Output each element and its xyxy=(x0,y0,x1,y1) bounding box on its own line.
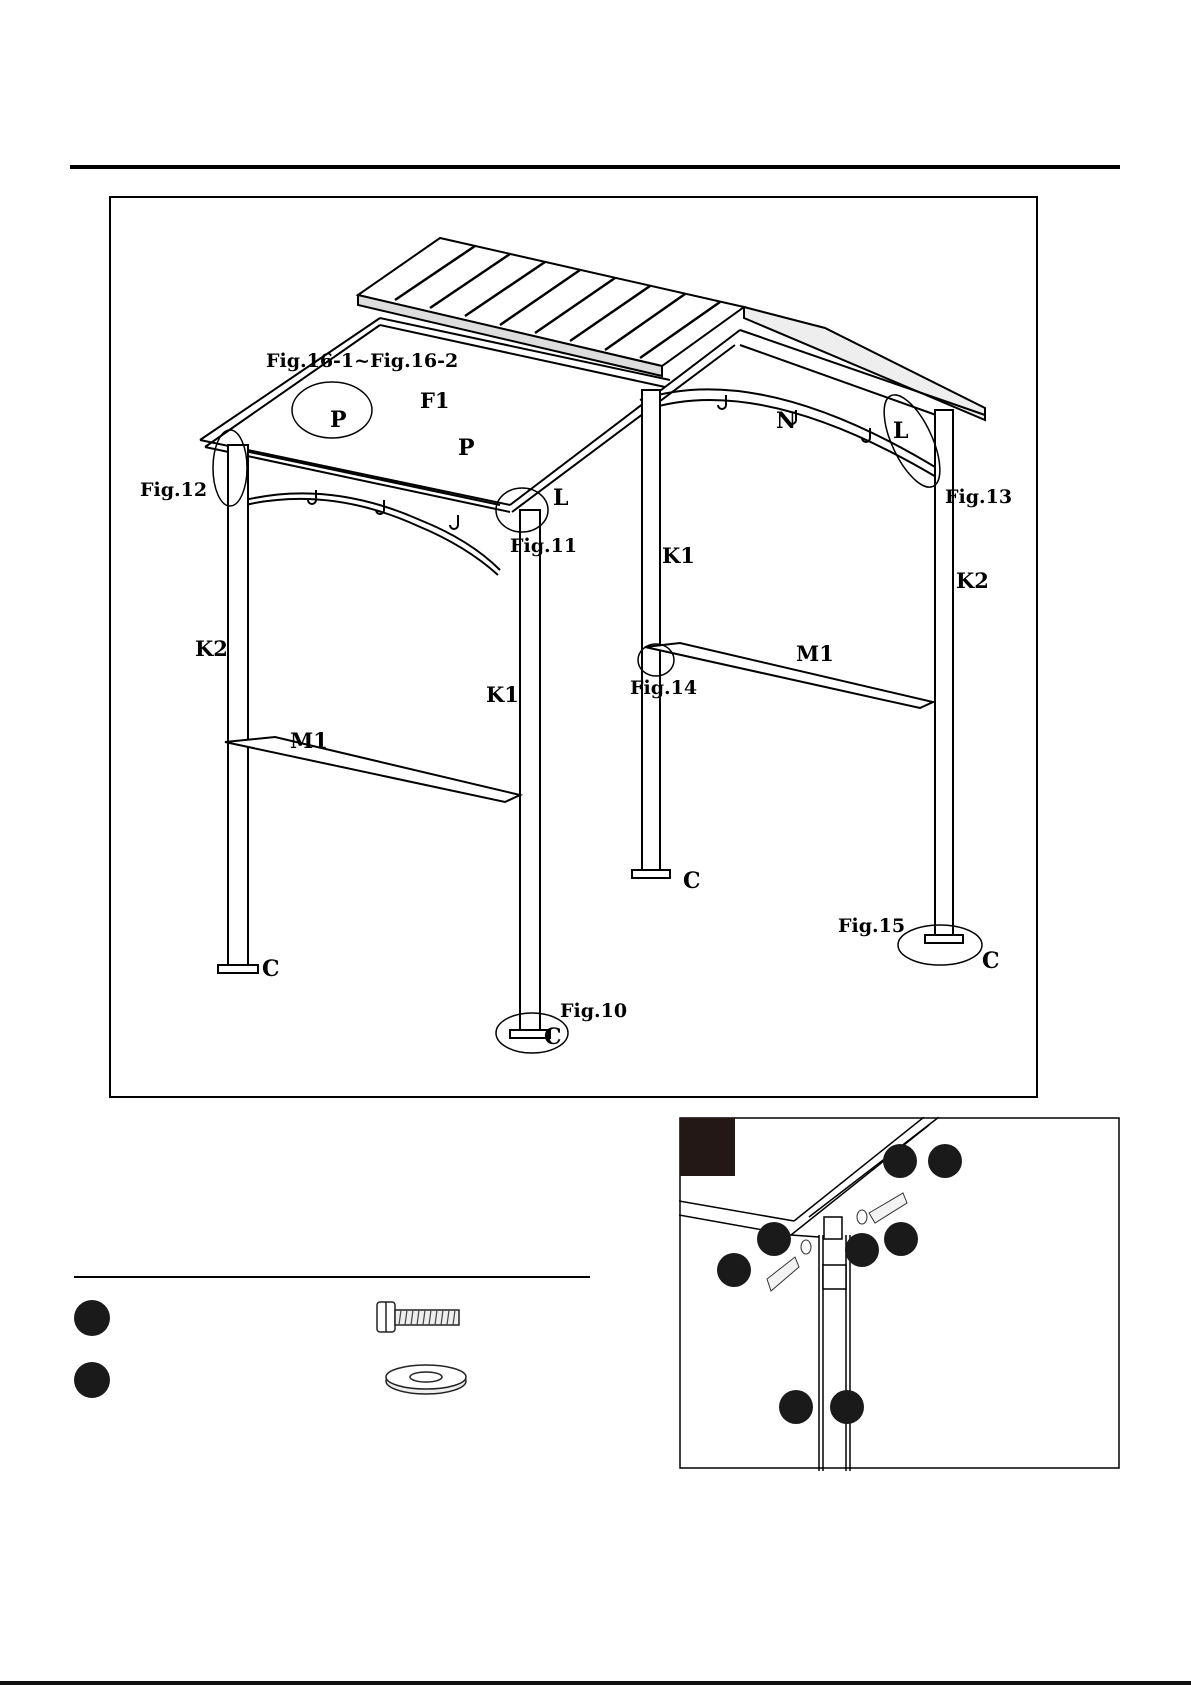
label-fig11: Fig.11 xyxy=(510,535,577,557)
washer-icon xyxy=(383,1362,469,1398)
label-fig13: Fig.13 xyxy=(945,486,1012,508)
detail-figure xyxy=(679,1117,1120,1471)
label-fig10: Fig.10 xyxy=(560,1000,627,1022)
label-fig16: Fig.16-1~Fig.16-2 xyxy=(266,350,458,372)
label-l1: L xyxy=(893,418,908,444)
label-c4: C xyxy=(544,1024,562,1050)
part-bullet-1 xyxy=(74,1300,110,1336)
label-k2a: K2 xyxy=(195,636,228,661)
label-c1: C xyxy=(262,956,280,982)
part-bullet-2 xyxy=(74,1362,110,1398)
label-f1: F1 xyxy=(420,388,450,413)
label-fig15: Fig.15 xyxy=(838,915,905,937)
label-p2: P xyxy=(458,435,475,461)
callout-ellipses xyxy=(213,382,982,1053)
label-p1: P xyxy=(330,407,347,433)
main-assembly-figure: Fig.16-1~Fig.16-2 F1 P P N L L Fig.12 Fi… xyxy=(0,0,1191,1130)
label-m1b: M1 xyxy=(290,728,328,753)
bolt-icon xyxy=(375,1298,465,1338)
label-l2: L xyxy=(553,485,568,511)
label-k1b: K1 xyxy=(486,682,519,707)
label-c2: C xyxy=(683,868,701,894)
parts-list-rule xyxy=(74,1276,590,1278)
label-m1a: M1 xyxy=(796,641,834,666)
step-badge xyxy=(680,1118,735,1176)
label-n: N xyxy=(776,408,796,434)
label-k1a: K1 xyxy=(662,543,695,568)
label-fig14: Fig.14 xyxy=(630,677,697,699)
label-k2b: K2 xyxy=(956,568,989,593)
label-fig12: Fig.12 xyxy=(140,479,207,501)
page-bottom-edge xyxy=(0,1681,1191,1685)
label-c3: C xyxy=(982,948,1000,974)
